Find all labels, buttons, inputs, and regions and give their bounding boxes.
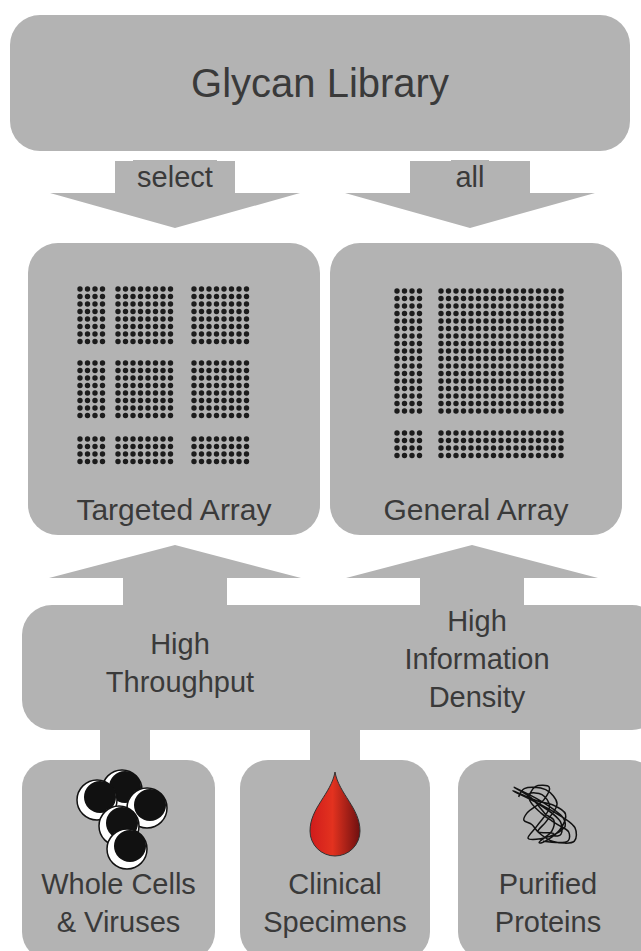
block-arrow [345, 161, 595, 228]
node-label: High Throughput [95, 626, 265, 701]
array-box: Targeted Array [28, 243, 320, 535]
sample-box: Whole Cells & Viruses [22, 760, 215, 951]
arrow-label: all [451, 160, 488, 195]
microarray-dots [77, 286, 563, 464]
block-arrow [346, 545, 598, 607]
library-box: Glycan Library [10, 15, 630, 151]
cells-icon [77, 770, 167, 869]
throughput-band: High Throughput High Information Density [22, 605, 641, 730]
connector-stem [310, 728, 360, 762]
blood-drop-icon [310, 772, 360, 856]
arrow-label: select [133, 160, 217, 195]
node-label: Whole Cells & Viruses [29, 866, 209, 941]
array-box: General Array [330, 243, 622, 535]
block-arrow [49, 545, 301, 607]
connector-stem [100, 728, 150, 762]
sample-box: Purified Proteins [458, 760, 641, 951]
node-label: Targeted Array [34, 490, 314, 529]
node-label: Clinical Specimens [245, 866, 425, 941]
connector-stem [530, 728, 580, 762]
sample-box: Clinical Specimens [240, 760, 430, 951]
node-label: General Array [336, 490, 616, 529]
block-arrow [50, 161, 300, 228]
node-label: Purified Proteins [460, 866, 636, 941]
node-label: High Information Density [392, 603, 562, 716]
node-label: Glycan Library [20, 57, 620, 109]
protein-icon [513, 785, 577, 843]
